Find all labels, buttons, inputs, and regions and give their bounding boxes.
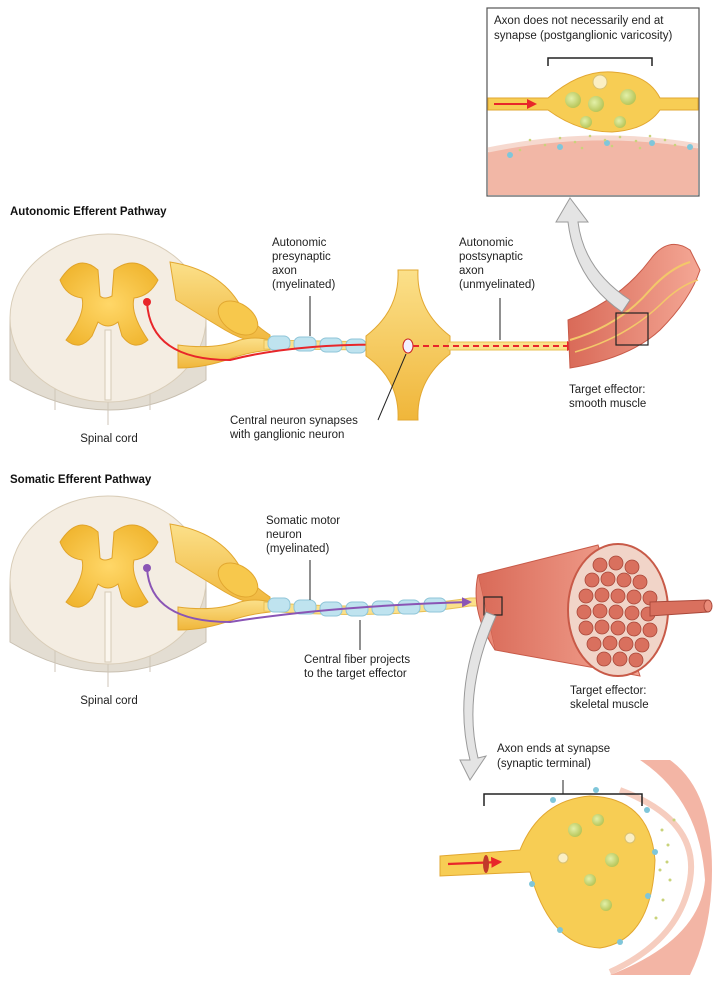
presynaptic-axon-label: Autonomic presynaptic axon (myelinated) bbox=[272, 236, 335, 292]
somatic-spinal-cord-label: Spinal cord bbox=[74, 694, 144, 708]
autonomic-pathway-heading: Autonomic Efferent Pathway bbox=[10, 206, 167, 218]
smooth-muscle-target-label: Target effector: smooth muscle bbox=[569, 383, 646, 411]
autonomic-spinal-cord bbox=[10, 234, 206, 425]
varicosity-caption: Axon does not necessarily end at synapse… bbox=[494, 14, 672, 44]
autonomic-spinal-cord-label: Spinal cord bbox=[74, 432, 144, 446]
autonomic-callout-arrow bbox=[556, 198, 630, 312]
synaptic-terminal-caption: Axon ends at synapse (synaptic terminal) bbox=[497, 742, 610, 772]
ganglion-synapse-label: Central neuron synapses with ganglionic … bbox=[230, 414, 358, 442]
somatic-spinal-cord bbox=[10, 496, 206, 687]
somatic-motor-neuron-label: Somatic motor neuron (myelinated) bbox=[266, 514, 340, 556]
central-fiber-label: Central fiber projects to the target eff… bbox=[304, 653, 410, 681]
somatic-pathway-heading: Somatic Efferent Pathway bbox=[10, 474, 151, 486]
skeletal-muscle-target-label: Target effector: skeletal muscle bbox=[570, 684, 649, 712]
skeletal-muscle-bundle bbox=[476, 544, 712, 676]
postsynaptic-axon-label: Autonomic postsynaptic axon (unmyelinate… bbox=[459, 236, 535, 292]
synaptic-terminal-inset bbox=[440, 760, 712, 975]
